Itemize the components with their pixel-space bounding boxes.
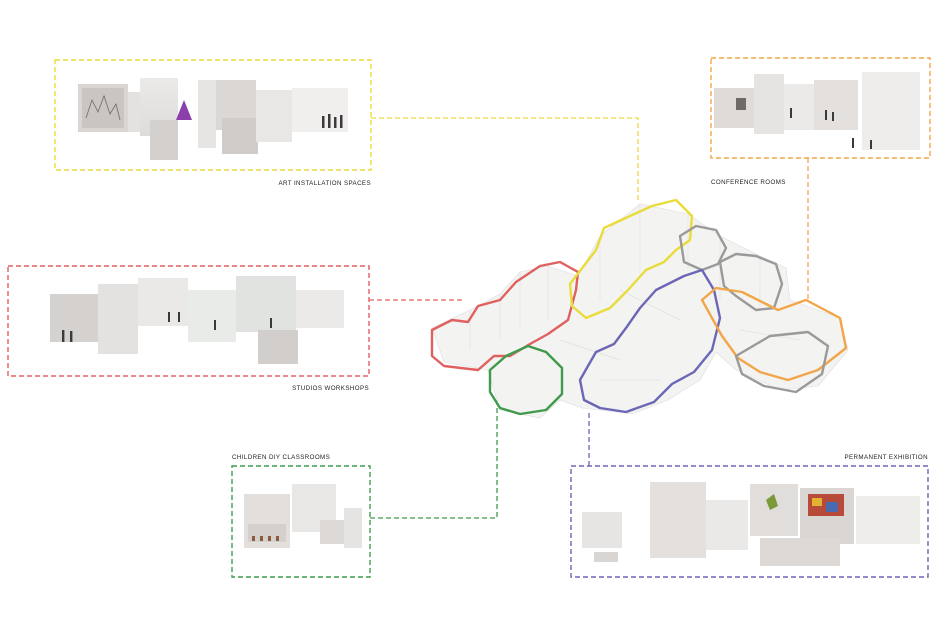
zone-outline-neutral-c: [734, 330, 830, 394]
label-art-installation: ART INSTALLATION SPACES: [278, 180, 371, 187]
zone-outline-neutral-a: [678, 224, 728, 272]
frame-children-classrooms: [231, 465, 371, 578]
section-conference-rooms: [714, 72, 920, 150]
zone-outline-studios: [430, 260, 580, 372]
section-children-classrooms: [244, 484, 362, 548]
section-studios-workshops: [50, 276, 344, 364]
section-art-installation: [78, 78, 348, 160]
frame-studios-workshops: [7, 265, 370, 377]
label-permanent-exhibition: PERMANENT EXHIBITION: [844, 454, 928, 461]
label-studios-workshops: STUDIOS WORKSHOPS: [292, 385, 369, 392]
connector-children: [370, 400, 498, 519]
label-children-classrooms: CHILDREN DIY CLASSROOMS: [232, 454, 330, 461]
connector-art: [371, 117, 639, 202]
frame-art-installation: [54, 59, 372, 171]
label-conference-rooms: CONFERENCE ROOMS: [711, 179, 786, 186]
zone-outline-children: [488, 344, 564, 416]
zone-outline-permanent: [578, 268, 722, 414]
zone-outline-art: [568, 198, 694, 320]
axonometric-blocks: [431, 203, 849, 419]
frame-permanent-exhibition: [570, 465, 929, 578]
zone-outline-conference: [700, 286, 848, 382]
section-permanent-exhibition: [582, 482, 920, 566]
frame-conference-rooms: [710, 57, 931, 159]
